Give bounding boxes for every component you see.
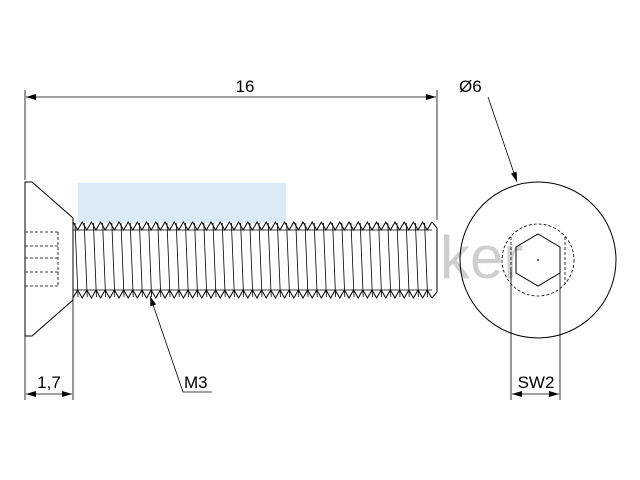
thread-flank-line bbox=[157, 222, 162, 298]
thread-flank-line bbox=[369, 222, 373, 298]
thread-flank-line bbox=[313, 222, 318, 298]
thread-flank-line bbox=[304, 222, 309, 298]
thread-flank-line bbox=[286, 222, 290, 298]
thread-flank-line bbox=[405, 222, 410, 298]
thread-flank-line bbox=[396, 222, 401, 298]
thread-flank-line bbox=[166, 222, 171, 298]
screw-side-view bbox=[24, 181, 438, 337]
thread-flank-line bbox=[185, 222, 189, 298]
thread-tip bbox=[431, 221, 438, 299]
thread-flank-line bbox=[93, 222, 97, 298]
thread-flank-line bbox=[240, 222, 244, 298]
thread-flank-line bbox=[341, 222, 346, 298]
thread-flank-line bbox=[102, 222, 106, 298]
leader-line-thread bbox=[149, 295, 184, 393]
thread-flank-line bbox=[129, 222, 134, 298]
callout-head-diameter: Ø6 bbox=[459, 77, 518, 183]
thread-flank-line bbox=[111, 222, 116, 298]
leader-line-diameter bbox=[487, 96, 518, 183]
dimension-label-head-diameter: Ø6 bbox=[459, 77, 482, 96]
thread-flank-line bbox=[415, 222, 419, 298]
dimension-label-thread: M3 bbox=[184, 373, 208, 392]
thread-flank-line bbox=[350, 222, 355, 298]
thread-flank-line bbox=[83, 222, 88, 298]
thread-flank-line bbox=[267, 222, 272, 298]
thread-flank-line bbox=[175, 222, 180, 298]
thread-shank bbox=[72, 220, 438, 300]
hex-socket bbox=[515, 233, 561, 287]
watermark-logo-box bbox=[78, 183, 286, 223]
thread-flank-line bbox=[323, 222, 327, 298]
dimension-label-head-height: 1,7 bbox=[37, 373, 61, 392]
thread-flank-line bbox=[258, 222, 263, 298]
thread-flank-line bbox=[424, 222, 428, 298]
socket-hidden-circle bbox=[501, 223, 575, 297]
watermark-text: ker bbox=[440, 224, 523, 291]
thread-flank-line bbox=[139, 222, 143, 298]
thread-flank-line bbox=[120, 222, 125, 298]
callout-thread: M3 bbox=[149, 295, 212, 393]
thread-flank-line bbox=[221, 222, 226, 298]
thread-flank-line bbox=[378, 222, 382, 298]
dimension-socket-size: SW2 bbox=[510, 270, 561, 400]
head-outer-circle bbox=[459, 181, 617, 339]
dimension-head-height: 1,7 bbox=[24, 300, 74, 400]
thread-flank-line bbox=[249, 222, 254, 298]
dimension-length: 16 bbox=[24, 77, 438, 220]
screw-head-outline bbox=[24, 181, 74, 337]
dimension-label-length: 16 bbox=[236, 77, 255, 96]
thread-flanks bbox=[74, 222, 428, 298]
thread-flank-line bbox=[277, 222, 281, 298]
thread-flank-line bbox=[74, 222, 79, 298]
thread-flank-line bbox=[295, 222, 300, 298]
thread-flank-line bbox=[148, 222, 152, 298]
dimension-label-socket-size: SW2 bbox=[518, 373, 555, 392]
thread-crest-top bbox=[72, 220, 433, 232]
thread-flank-line bbox=[387, 222, 392, 298]
thread-flank-line bbox=[203, 222, 208, 298]
thread-flank-line bbox=[231, 222, 235, 298]
socket-hidden-lines bbox=[25, 231, 59, 287]
watermark: ker bbox=[78, 183, 523, 291]
thread-flank-line bbox=[332, 222, 336, 298]
thread-flank-line bbox=[359, 222, 364, 298]
thread-flank-line bbox=[194, 222, 198, 298]
center-mark bbox=[537, 259, 539, 261]
thread-flank-line bbox=[212, 222, 217, 298]
